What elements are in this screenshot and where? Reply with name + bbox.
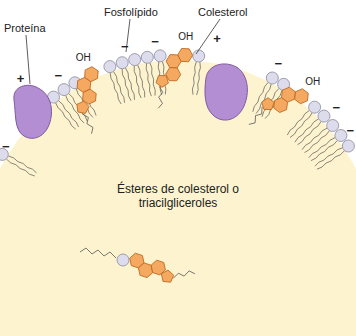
protein-left (14, 85, 52, 138)
hydroxyl-group: OH (76, 52, 91, 63)
charge-sign: − (2, 140, 10, 153)
fatty-acid-tail (122, 69, 131, 101)
fatty-acid-tail (290, 113, 312, 138)
fatty-acid-tail (126, 68, 135, 100)
fatty-acid-tail (305, 131, 330, 153)
fatty-acid-tail (146, 64, 151, 97)
phospholipid-head (335, 130, 347, 142)
ester-link (117, 254, 129, 266)
charge-sign: − (54, 69, 62, 82)
part-label: Colesterol (198, 6, 248, 18)
lipid-core (0, 60, 356, 336)
cholesterol-ring-five (262, 98, 274, 110)
fatty-acid-tail (138, 65, 145, 97)
fatty-acid-tail (7, 159, 35, 176)
fatty-acid-tail (298, 122, 322, 145)
phospholipid-head (318, 110, 330, 122)
phospholipid-head (104, 61, 116, 73)
fatty-acid-tail (59, 101, 79, 127)
part-label: Proteína (4, 22, 46, 34)
fatty-acid-tail (311, 141, 337, 161)
fatty-acid-tail (192, 62, 196, 95)
phospholipid-head (309, 101, 321, 113)
phospholipid-head (154, 50, 166, 62)
charge-sign: − (346, 124, 354, 137)
fatty-acid-tail (317, 151, 345, 169)
cholesterol-ring (166, 68, 181, 81)
phospholipid-head (266, 72, 278, 84)
fatty-acid-tail (302, 128, 327, 150)
charge-sign: − (275, 57, 283, 70)
charge-sign: + (17, 72, 25, 85)
cholesterol-ring (295, 89, 309, 104)
cholesterol-ring-five (161, 270, 173, 282)
fatty-acid-chain (80, 248, 116, 258)
sterol-tail (82, 114, 93, 134)
phospholipid-head (141, 51, 153, 63)
cholesterol-ring (138, 263, 152, 278)
protein-right (205, 64, 247, 120)
fatty-acid-tail (114, 72, 125, 103)
fatty-acid-tail (197, 62, 201, 95)
charge-sign: − (121, 40, 129, 53)
leader-line (196, 19, 220, 54)
hydroxyl-group: OH (305, 76, 320, 87)
cholesteryl-ester (80, 248, 195, 282)
fatty-acid-tail (8, 156, 36, 173)
phospholipid-heads (0, 50, 354, 161)
leader-line (26, 35, 30, 84)
cholesterol-ring-five (156, 76, 168, 88)
fatty-acid-tail (287, 111, 309, 136)
phospholipid-head (129, 54, 141, 66)
phospholipid-tails (7, 62, 345, 176)
sterol-tail (158, 86, 163, 108)
sterol-tail (173, 271, 195, 278)
charge-sign: − (151, 35, 159, 48)
part-label: Fosfolípido (104, 6, 158, 18)
cholesterol-ring-five (77, 101, 89, 113)
charge-sign: + (213, 32, 221, 45)
fatty-acid-tail (295, 119, 319, 142)
cholesterol-ring (274, 98, 288, 113)
cholesterol-ring (166, 55, 181, 68)
phospholipid-head (327, 120, 339, 132)
cholesterol-molecules (77, 49, 308, 134)
fatty-acid-tail (150, 63, 155, 96)
phospholipid-head (342, 140, 354, 152)
phospholipid-head (116, 57, 128, 69)
fatty-acid-tail (315, 148, 343, 166)
core-label: Ésteres de colesterol o triacilglicerole… (113, 182, 243, 210)
fatty-acid-tail (110, 73, 121, 104)
sterol-tail (249, 107, 262, 125)
charge-sign: − (333, 101, 341, 114)
phospholipid-head (58, 84, 70, 96)
phospholipid-head (193, 50, 205, 62)
hydroxyl-group: OH (178, 31, 193, 42)
